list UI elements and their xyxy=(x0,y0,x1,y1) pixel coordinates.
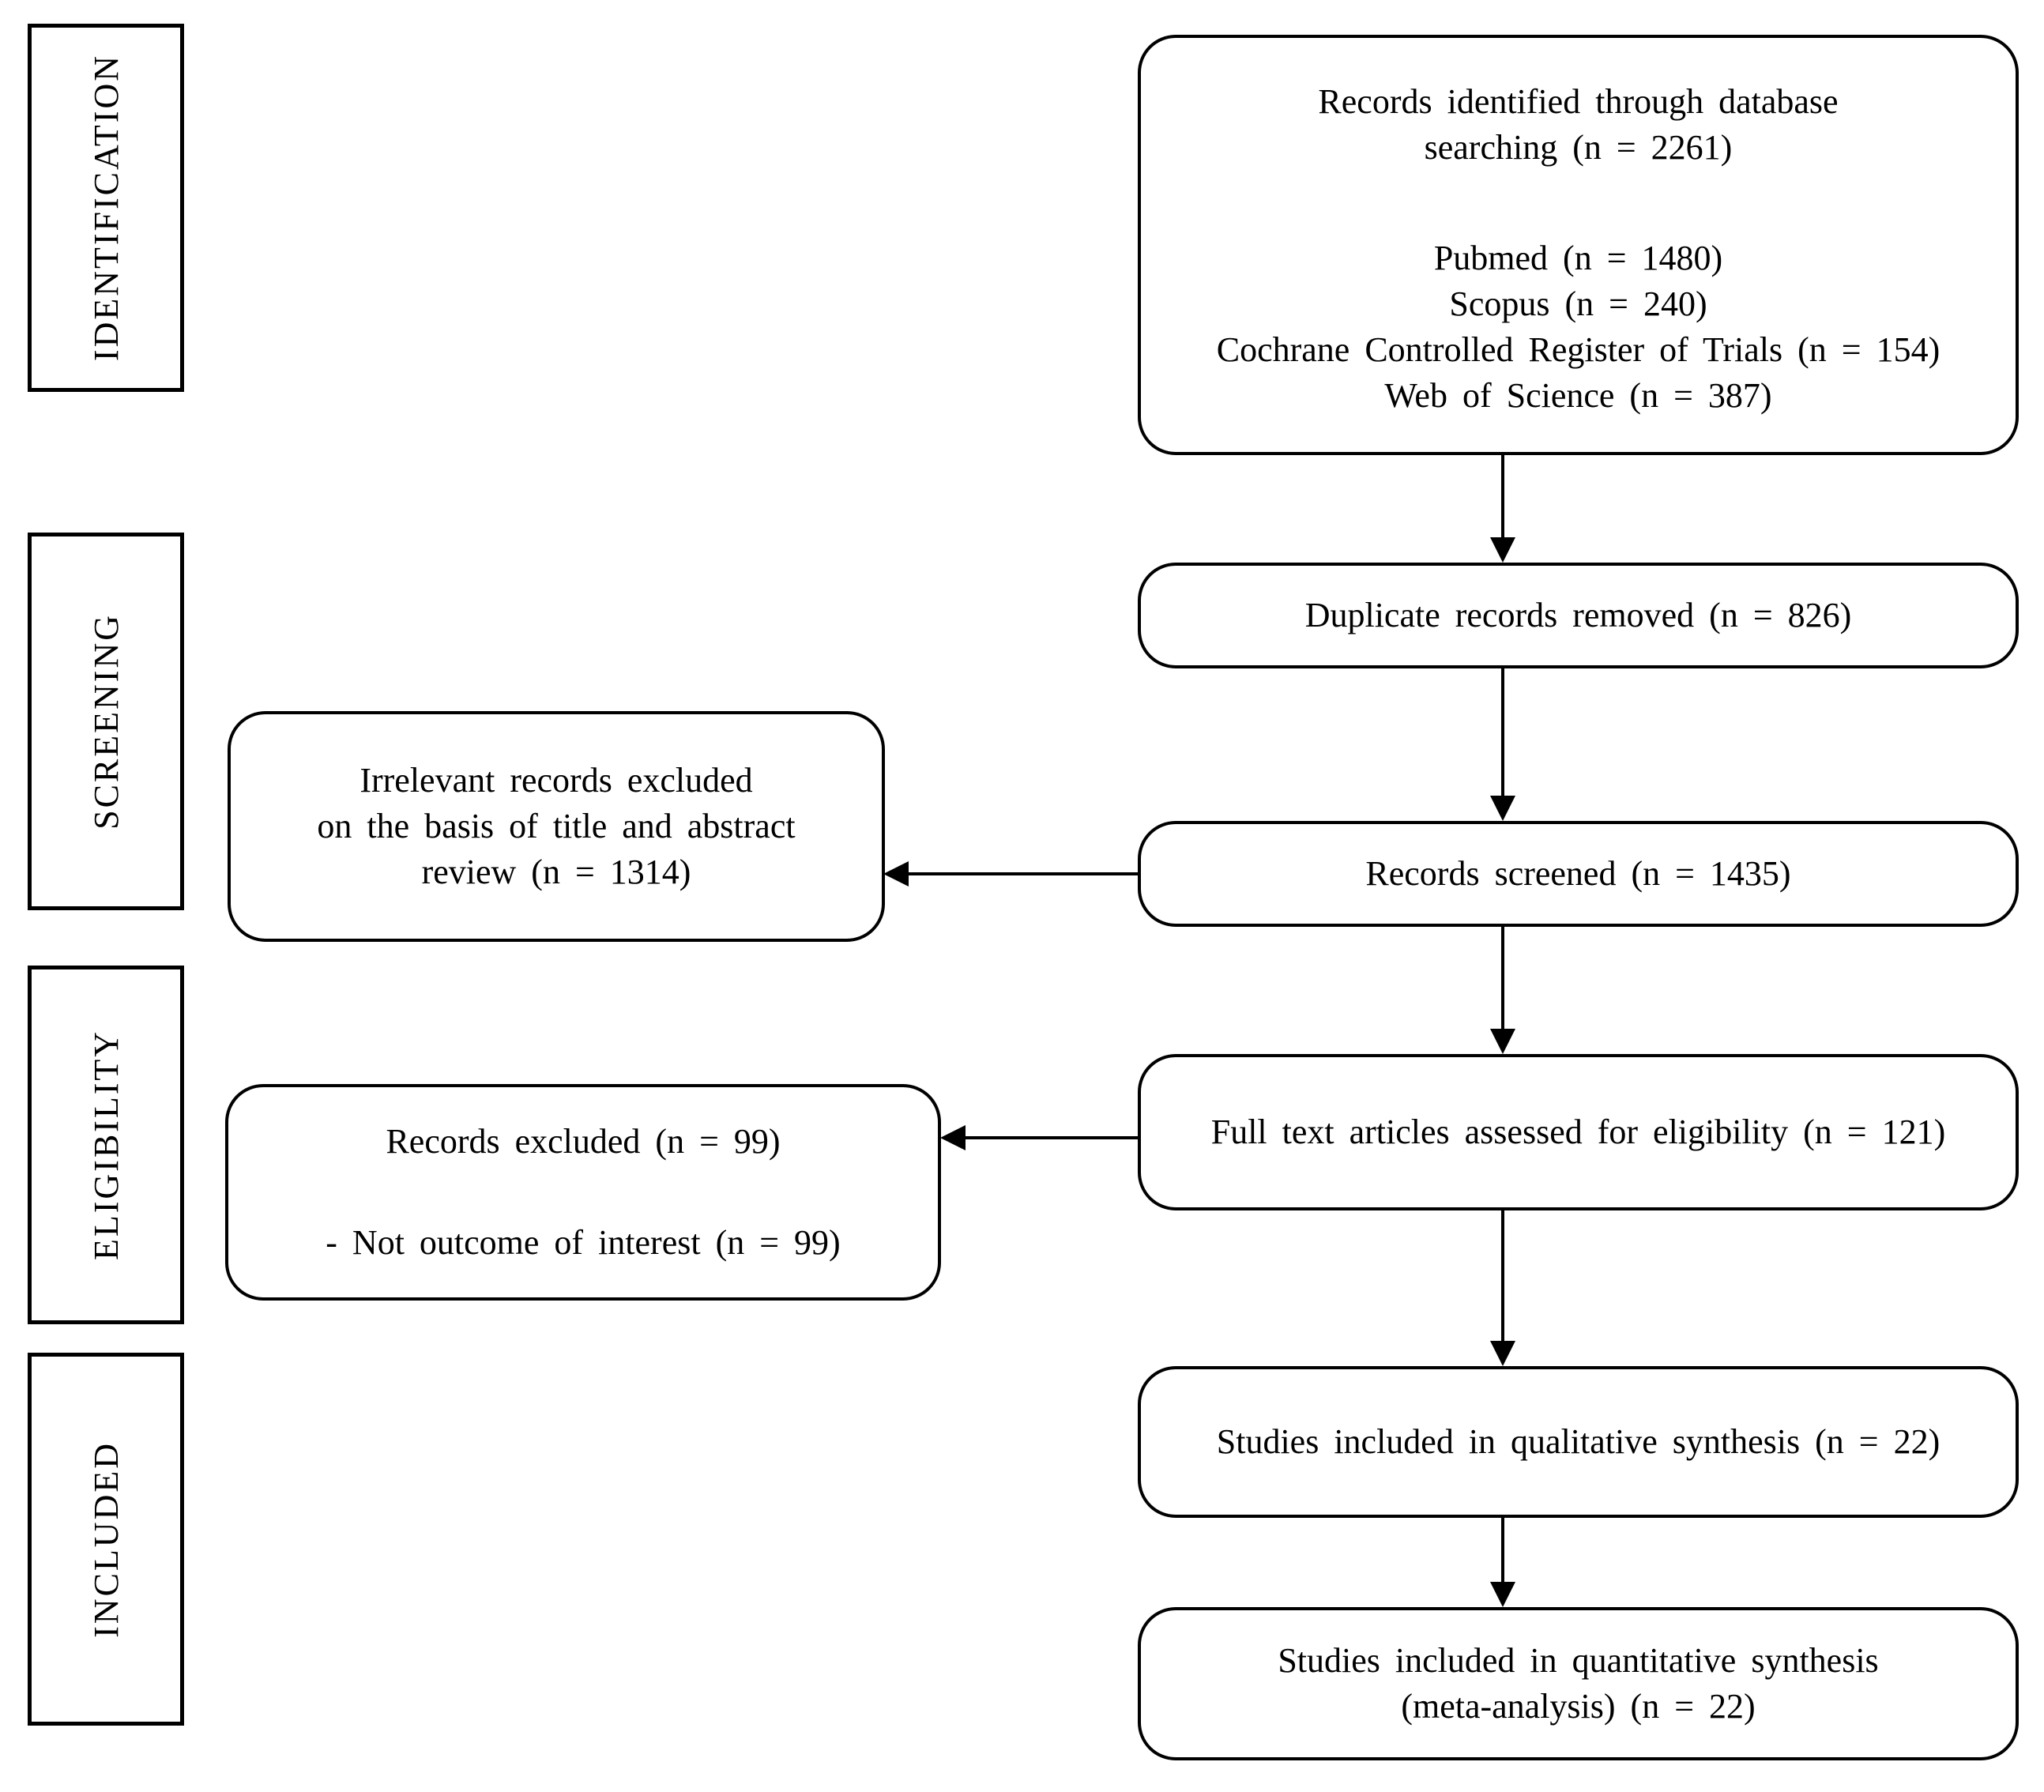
flow-box-quantitative-synthesis: Studies included in quantitative synthes… xyxy=(1138,1607,2019,1760)
qualitative-synthesis-label: Studies included in qualitative synthesi… xyxy=(1216,1422,1940,1461)
stage-label-eligibility: ELIGIBILITY xyxy=(86,1029,126,1260)
arrow-screened-to-fulltext xyxy=(1501,927,1504,1030)
source-web-of-science: Web of Science (n = 387) xyxy=(1384,376,1772,415)
arrow-duplicates-to-screened xyxy=(1501,668,1504,796)
records-identified-line1: Records identified through database xyxy=(1318,82,1839,121)
exclusion-box-irrelevant-records: Irrelevant records excluded on the basis… xyxy=(228,711,885,942)
records-identified-sources: Pubmed (n = 1480) Scopus (n = 240) Cochr… xyxy=(1217,235,1940,419)
source-scopus: Scopus (n = 240) xyxy=(1449,284,1707,323)
flow-box-duplicates-removed: Duplicate records removed (n = 826) xyxy=(1138,563,2019,668)
stage-label-identification: IDENTIFICATION xyxy=(86,54,126,362)
records-identified-title: Records identified through database sear… xyxy=(1318,79,1838,171)
quantitative-synthesis-line1: Studies included in quantitative synthes… xyxy=(1278,1641,1879,1680)
records-identified-line2: searching (n = 2261) xyxy=(1424,128,1733,167)
quantitative-synthesis-line2: (meta-analysis) (n = 22) xyxy=(1401,1687,1756,1726)
stage-box-eligibility: ELIGIBILITY xyxy=(28,966,184,1324)
source-pubmed: Pubmed (n = 1480) xyxy=(1433,239,1723,277)
stage-box-identification: IDENTIFICATION xyxy=(28,24,184,392)
arrowhead-down-icon xyxy=(1490,1582,1515,1607)
stage-label-included: INCLUDED xyxy=(86,1440,126,1638)
records-excluded-reason: - Not outcome of interest (n = 99) xyxy=(326,1223,841,1262)
irrelevant-records-line3: review (n = 1314) xyxy=(421,853,691,891)
stage-box-included: INCLUDED xyxy=(28,1353,184,1726)
records-screened-label: Records screened (n = 1435) xyxy=(1365,854,1791,893)
arrow-fulltext-to-excluded xyxy=(966,1136,1138,1139)
records-excluded-title: Records excluded (n = 99) xyxy=(386,1122,781,1161)
arrow-fulltext-to-qualitative xyxy=(1501,1210,1504,1342)
arrowhead-down-icon xyxy=(1490,1029,1515,1054)
stage-box-screening: SCREENING xyxy=(28,533,184,910)
duplicates-removed-label: Duplicate records removed (n = 826) xyxy=(1304,596,1852,634)
irrelevant-records-line2: on the basis of title and abstract xyxy=(317,807,796,845)
flow-box-records-screened: Records screened (n = 1435) xyxy=(1138,821,2019,927)
irrelevant-records-line1: Irrelevant records excluded xyxy=(359,761,753,800)
arrow-screened-to-irrelevant xyxy=(909,872,1138,875)
flow-box-full-text-assessed: Full text articles assessed for eligibil… xyxy=(1138,1054,2019,1210)
stage-label-screening: SCREENING xyxy=(86,613,126,830)
flow-box-records-identified: Records identified through database sear… xyxy=(1138,35,2019,455)
exclusion-box-records-excluded: Records excluded (n = 99) - Not outcome … xyxy=(225,1084,941,1301)
arrowhead-down-icon xyxy=(1490,796,1515,821)
arrow-qualitative-to-quantitative xyxy=(1501,1518,1504,1583)
flow-box-qualitative-synthesis: Studies included in qualitative synthesi… xyxy=(1138,1366,2019,1518)
arrowhead-left-icon xyxy=(883,861,909,887)
arrowhead-left-icon xyxy=(940,1125,966,1150)
arrowhead-down-icon xyxy=(1490,1341,1515,1366)
full-text-assessed-label: Full text articles assessed for eligibil… xyxy=(1210,1112,1946,1151)
source-cochrane: Cochrane Controlled Register of Trials (… xyxy=(1216,330,1940,369)
arrowhead-down-icon xyxy=(1490,537,1515,563)
arrow-identified-to-duplicates xyxy=(1501,455,1504,538)
